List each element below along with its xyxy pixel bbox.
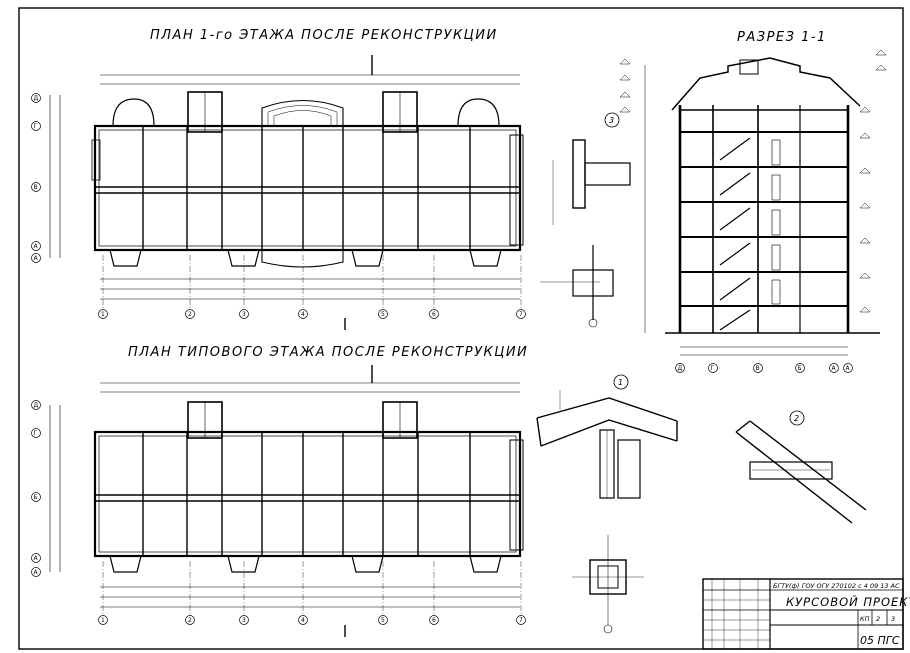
stamp-stage: КП	[860, 615, 870, 623]
svg-text:3: 3	[242, 311, 246, 318]
section-axes: Д Г В Б А А	[675, 363, 853, 373]
plan-typical-floor	[49, 365, 524, 637]
detail-node-column	[572, 535, 644, 634]
stamp-group: 05 ПГС	[860, 634, 900, 647]
svg-text:А: А	[832, 365, 837, 372]
svg-text:Г: Г	[34, 123, 38, 130]
svg-text:Г: Г	[34, 430, 38, 437]
svg-text:Б: Б	[798, 365, 802, 372]
svg-text:6: 6	[432, 617, 436, 624]
plan2-col-axes: 1 2 3 4 5 6 7	[98, 615, 526, 625]
detail-node-3: 3	[540, 112, 631, 328]
svg-text:А: А	[34, 555, 39, 562]
svg-text:5: 5	[381, 617, 385, 624]
svg-text:Д: Д	[678, 365, 683, 372]
svg-text:Д: Д	[34, 402, 39, 409]
svg-text:1: 1	[101, 617, 105, 624]
svg-text:7: 7	[519, 311, 523, 318]
plan1-title: ПЛАН 1-го ЭТАЖА ПОСЛЕ РЕКОНСТРУКЦИИ	[150, 28, 498, 43]
svg-text:В: В	[34, 184, 38, 191]
section-1-1	[644, 57, 880, 356]
stamp-sheet: 2	[876, 615, 880, 623]
svg-text:2: 2	[188, 311, 192, 318]
svg-text:Д: Д	[34, 95, 39, 102]
svg-text:2: 2	[188, 617, 192, 624]
plan-first-floor	[49, 55, 524, 330]
plan1-col-axes: 1 2 3 4 5 6 7	[98, 309, 526, 319]
svg-text:2: 2	[794, 414, 799, 423]
plan2-row-axes: Д Г Б А А	[31, 400, 41, 577]
detail-node-2: 2	[735, 410, 867, 524]
svg-text:А: А	[846, 365, 851, 372]
svg-text:А: А	[34, 243, 39, 250]
svg-text:В: В	[756, 365, 760, 372]
svg-text:5: 5	[381, 311, 385, 318]
svg-text:Г: Г	[711, 365, 715, 372]
svg-text:А: А	[34, 255, 39, 262]
svg-text:4: 4	[301, 617, 305, 624]
stamp-doc-code: БГТУ(ф) ГОУ ОГУ 270102 с 4 09 13 АС	[773, 582, 900, 590]
svg-text:Б: Б	[34, 494, 38, 501]
section-elevation-marks	[619, 49, 887, 313]
svg-text:4: 4	[301, 311, 305, 318]
svg-text:3: 3	[242, 617, 246, 624]
sheet-frame	[18, 7, 904, 650]
svg-text:7: 7	[519, 617, 523, 624]
stamp-title: КУРСОВОЙ ПРОЕКТ	[786, 594, 910, 609]
svg-text:3: 3	[609, 116, 614, 125]
svg-text:1: 1	[101, 311, 105, 318]
stamp-sheets: 3	[891, 615, 895, 623]
title-block	[702, 578, 904, 650]
plan2-title: ПЛАН ТИПОВОГО ЭТАЖА ПОСЛЕ РЕКОНСТРУКЦИИ	[128, 345, 528, 360]
svg-text:1: 1	[618, 378, 623, 387]
detail-node-1: 1	[536, 374, 678, 499]
plan1-row-axes: Д Г В А А	[31, 93, 41, 263]
svg-text:6: 6	[432, 311, 436, 318]
section-title: РАЗРЕЗ 1-1	[737, 30, 827, 45]
svg-text:А: А	[34, 569, 39, 576]
